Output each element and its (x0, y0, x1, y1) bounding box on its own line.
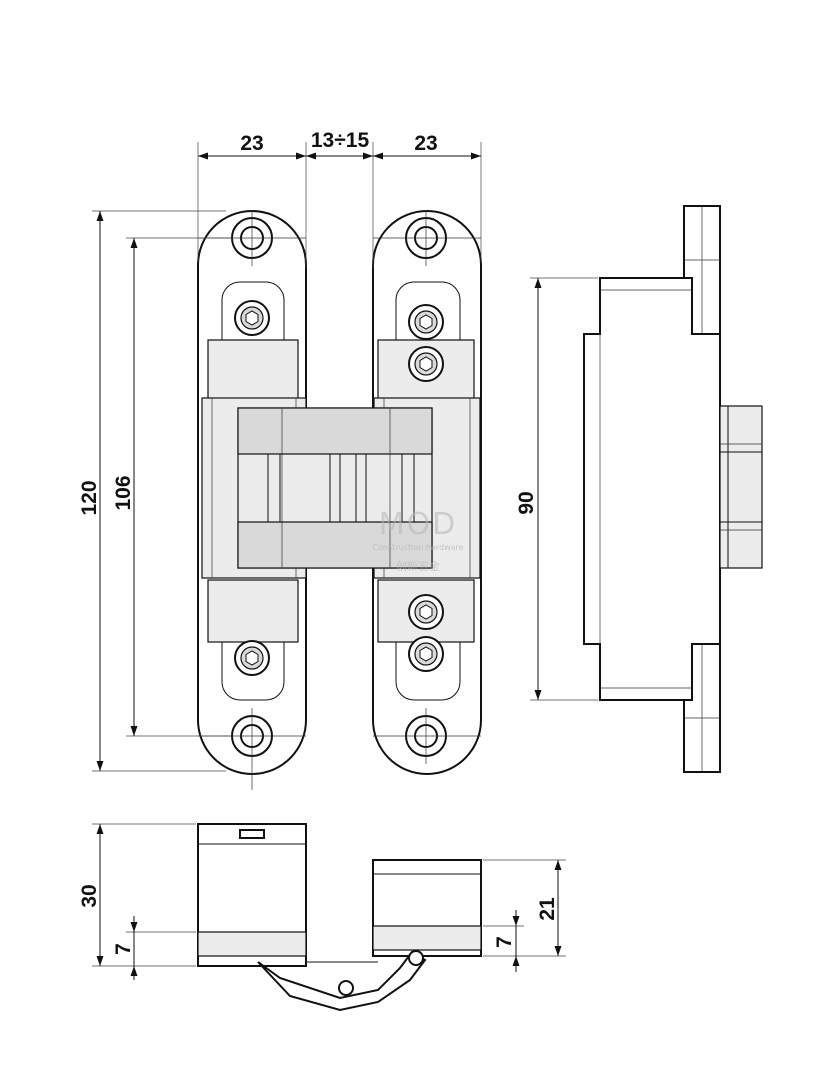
dim-body-height: 90 (515, 491, 538, 514)
dim-left-width: 23 (240, 132, 263, 155)
right-bottom-screw-1 (408, 594, 444, 630)
watermark-brand: MOD (379, 507, 458, 542)
right-bottom-screw-2 (408, 636, 444, 672)
dim-left-offset: 7 (112, 943, 135, 955)
right-top-screw-2 (408, 346, 444, 382)
left-bottom-screw (234, 640, 270, 676)
right-top-screw-1 (408, 304, 444, 340)
dim-hole-pitch: 106 (112, 475, 135, 510)
dim-total-height: 120 (78, 480, 101, 515)
dim-gap: 13÷15 (311, 129, 370, 152)
dim-right-offset: 7 (493, 936, 516, 948)
front-dimensions: 23 13÷15 23 120 106 (78, 129, 482, 772)
bottom-view: 30 7 21 7 (78, 823, 566, 1012)
dim-right-width: 23 (414, 132, 437, 155)
watermark-chinese: 创新五金 (396, 559, 440, 573)
left-top-screw (234, 300, 270, 336)
dim-right-depth: 21 (536, 897, 559, 921)
watermark-subtitle: Construction hardware (372, 543, 463, 552)
side-view: 90 (515, 205, 763, 773)
dim-left-depth: 30 (78, 884, 101, 907)
hinge-mechanism (237, 407, 433, 569)
watermark: MOD Construction hardware 创新五金 (372, 507, 463, 573)
